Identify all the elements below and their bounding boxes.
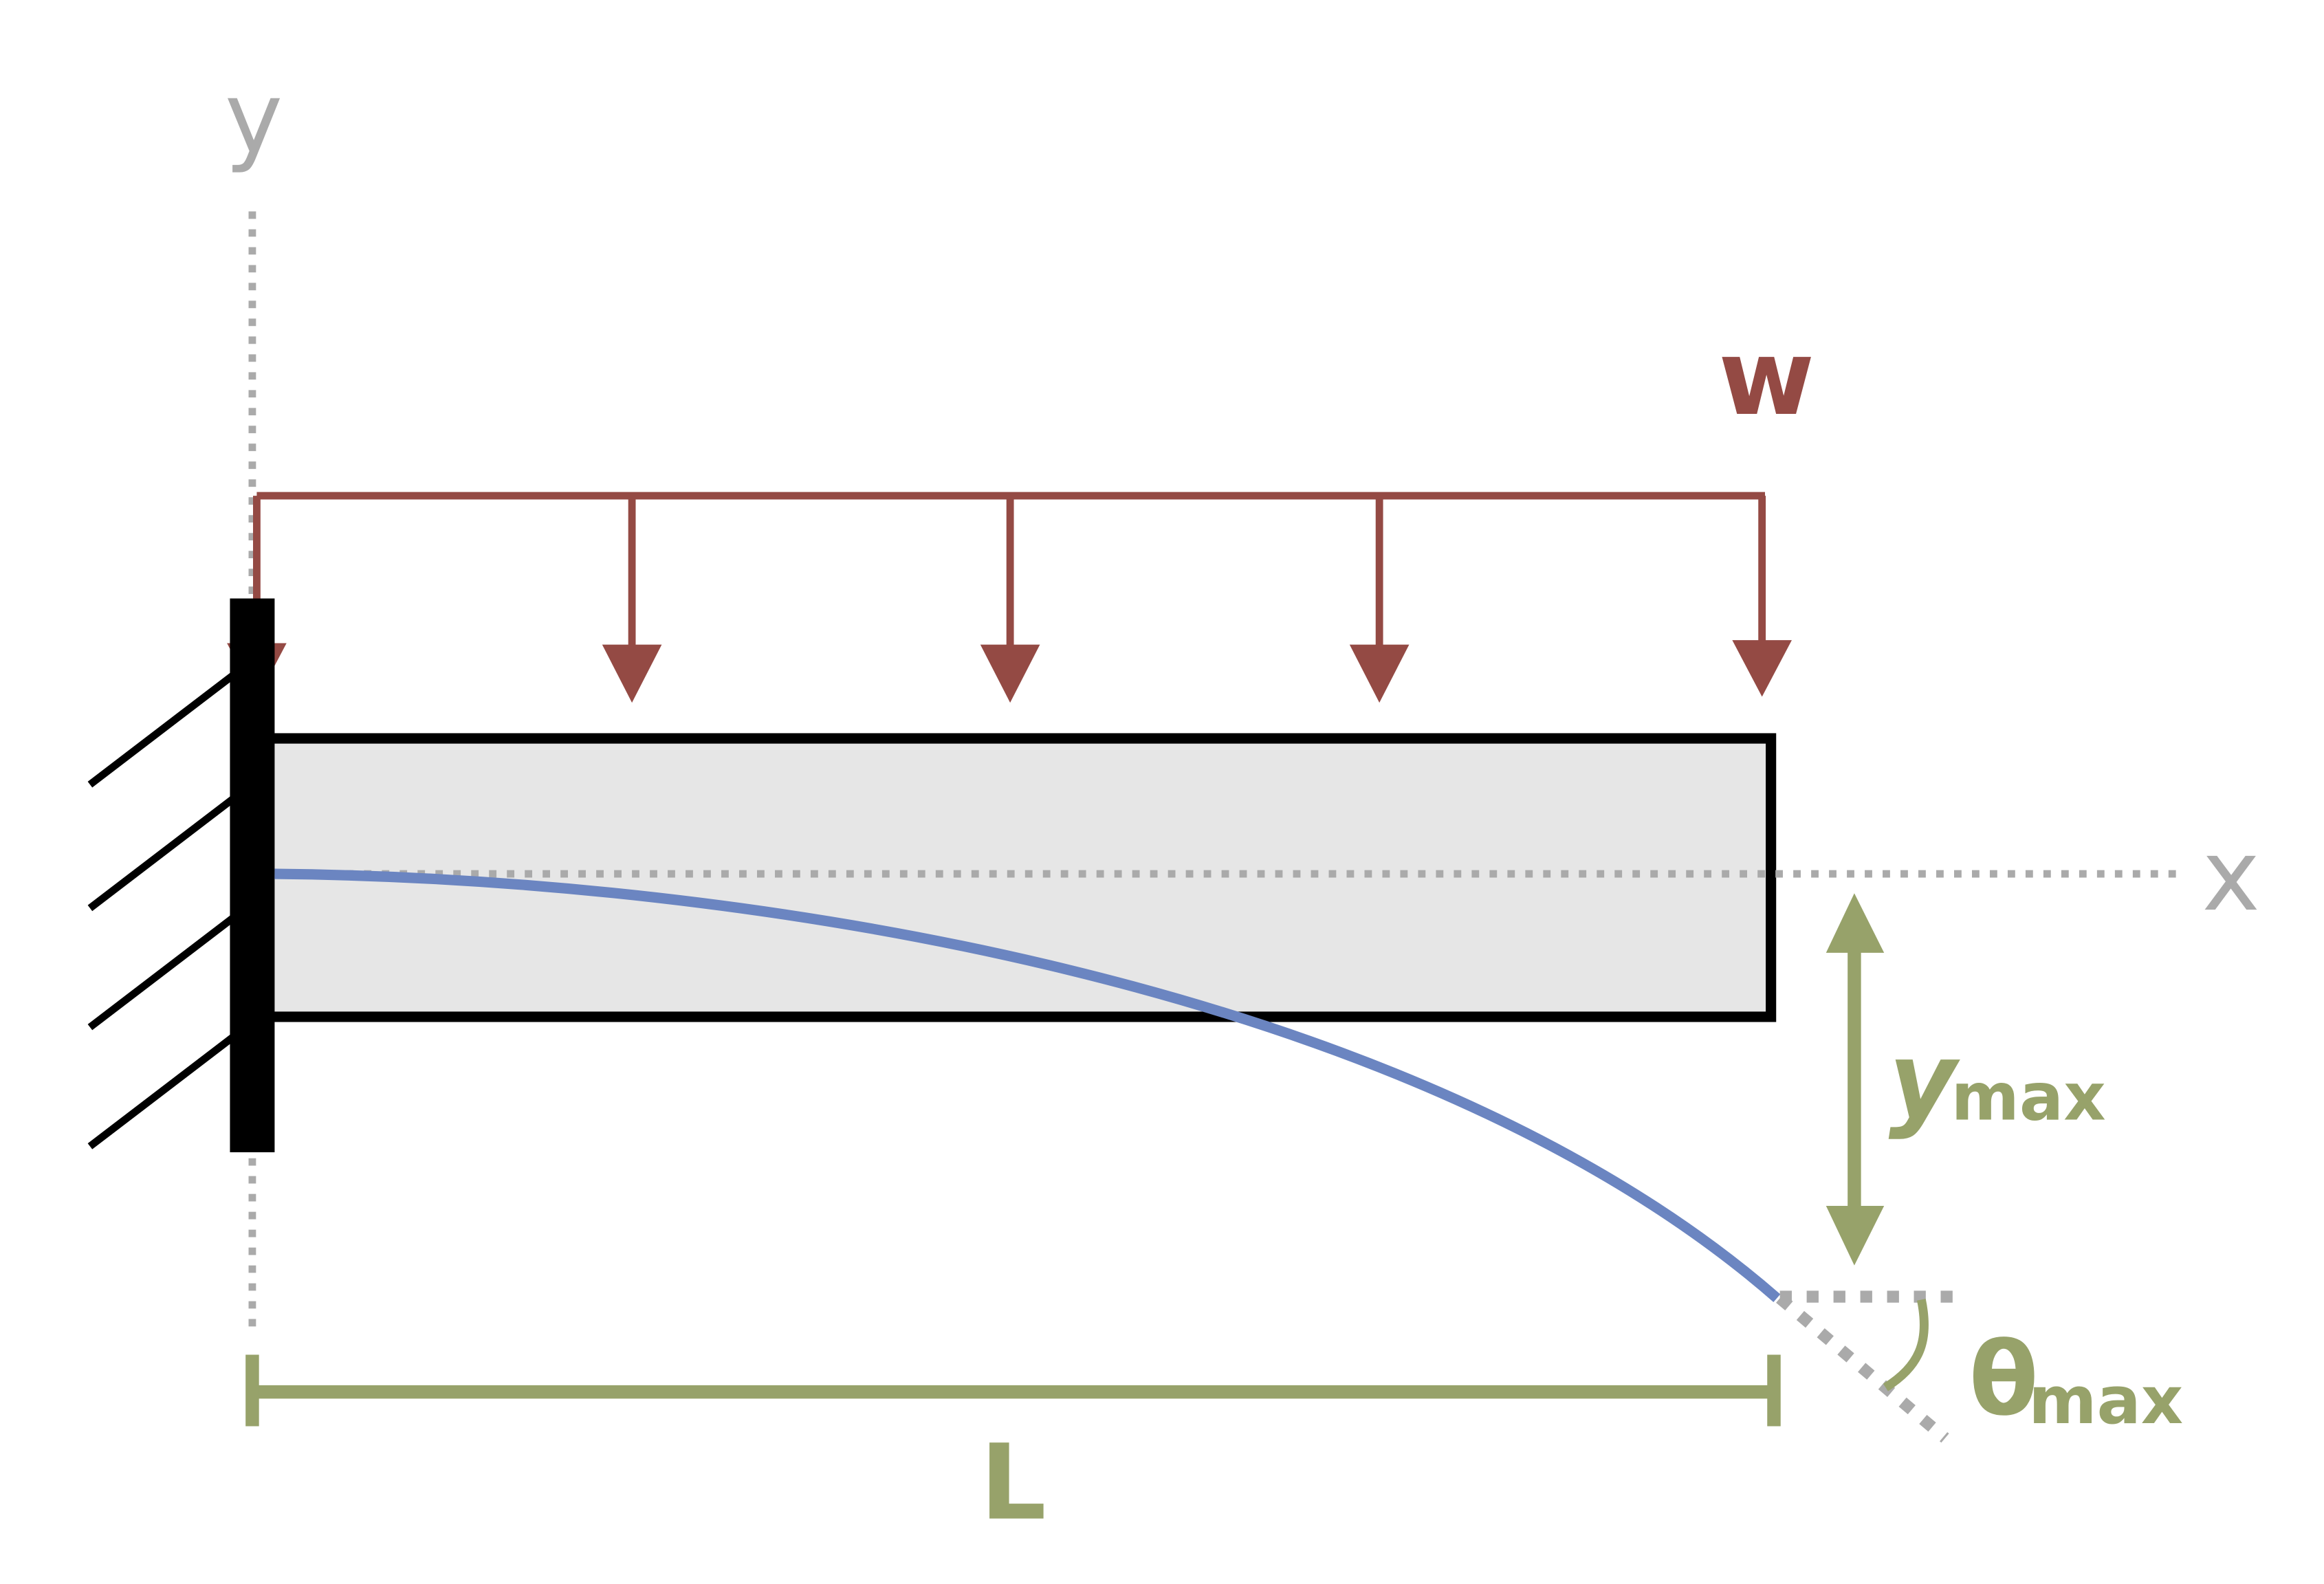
load-arrow: [1732, 496, 1792, 697]
length-dimension: [245, 1354, 1781, 1427]
load-arrow: [980, 496, 1040, 703]
tangent-line: [1776, 1293, 1949, 1443]
y-axis-label: y: [225, 60, 283, 175]
deflection-label: y max: [1889, 1020, 2106, 1141]
deflection-curve: [274, 868, 1781, 1302]
fixed-support-hatch: [87, 661, 250, 1150]
fixed-wall: [230, 598, 275, 1153]
angle-label-sub: max: [2028, 1363, 2183, 1439]
distributed-load: [227, 492, 1792, 703]
load-arrow: [1349, 496, 1410, 703]
deflection-label-sub: max: [1951, 1059, 2106, 1135]
deflection-label-main: y: [1889, 1020, 1961, 1141]
deflection-dimension: [1826, 893, 1885, 1266]
x-axis-label: x: [2202, 818, 2260, 933]
angle-label-main: θ: [1969, 1320, 2039, 1438]
length-label: L: [980, 1422, 1046, 1543]
load-label: w: [1718, 317, 1815, 439]
angle-arc: [1883, 1299, 1929, 1392]
load-arrow: [602, 496, 662, 703]
angle-label: θ max: [1969, 1320, 2184, 1439]
